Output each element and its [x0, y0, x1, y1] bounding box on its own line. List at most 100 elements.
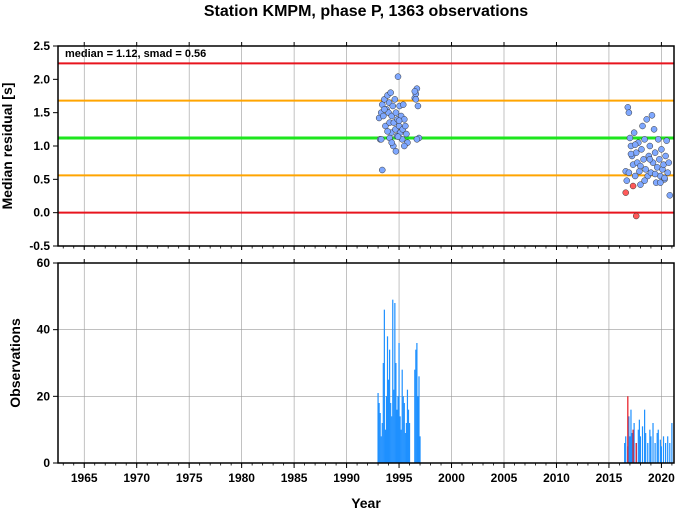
- observation-bar: [405, 423, 408, 463]
- year-tick-label: 1985: [281, 471, 308, 485]
- residual-point: [656, 156, 663, 163]
- residual-point: [379, 166, 386, 174]
- residual-point: [650, 126, 658, 133]
- year-tick-label: 1995: [386, 471, 413, 485]
- residual-point: [658, 146, 665, 153]
- observation-bar: [415, 349, 417, 463]
- observation-bar: [399, 416, 401, 463]
- residual-point: [631, 141, 639, 148]
- residual-point: [661, 174, 668, 182]
- residual-point: [665, 159, 673, 166]
- residual-point: [622, 189, 629, 196]
- residual-point: [655, 136, 662, 143]
- residual-point: [637, 162, 644, 170]
- residual-point: [623, 177, 631, 184]
- observation-bar: [383, 309, 385, 463]
- residual-y-tick-label: 1.5: [33, 106, 50, 120]
- residual-point: [640, 156, 647, 163]
- observation-bar: [647, 443, 649, 463]
- observation-bar: [659, 439, 661, 463]
- residual-point: [387, 89, 394, 96]
- observation-bar: [417, 396, 419, 463]
- observation-bar: [639, 436, 642, 463]
- residual-point: [639, 122, 646, 130]
- observation-bar: [382, 363, 384, 463]
- observation-bar: [391, 416, 393, 463]
- observation-bar: [386, 336, 389, 463]
- residual-point: [394, 133, 402, 140]
- residual-y-ticks: -0.50.00.51.01.52.02.5: [29, 39, 58, 253]
- year-tick-label: 1990: [333, 471, 360, 485]
- observation-bar: [641, 426, 644, 463]
- residual-point: [651, 170, 659, 178]
- residual-point: [630, 129, 638, 136]
- observation-bar: [394, 303, 396, 463]
- residual-point: [663, 137, 670, 144]
- year-tick-label: 2010: [543, 471, 570, 485]
- observation-bar: [631, 433, 633, 463]
- observation-bars: [377, 299, 673, 463]
- residual-point: [377, 136, 385, 143]
- residual-point: [403, 130, 410, 138]
- year-tick-label: 2020: [648, 471, 675, 485]
- residual-point: [641, 177, 648, 184]
- observation-bar: [379, 413, 381, 463]
- residual-point: [401, 142, 408, 150]
- residual-y-axis-label: Median residual [s]: [0, 83, 15, 210]
- observation-bar: [649, 429, 651, 463]
- residual-point: [651, 149, 659, 156]
- year-tick-label: 2000: [438, 471, 465, 485]
- observation-bar: [632, 429, 634, 463]
- observation-bar: [385, 396, 388, 463]
- residual-point: [389, 102, 397, 110]
- residual-y-tick-label: 2.5: [33, 39, 50, 53]
- residual-point: [381, 106, 388, 113]
- residual-point: [626, 134, 634, 142]
- residual-panel-frame: [57, 45, 675, 247]
- observation-bar: [638, 419, 640, 463]
- residual-point: [657, 179, 664, 186]
- residual-point: [625, 169, 633, 176]
- observation-bar: [654, 443, 656, 463]
- year-tick-label: 1980: [228, 471, 255, 485]
- residual-point: [388, 112, 395, 120]
- observations-y-tick-label: 20: [37, 389, 51, 403]
- observation-bar: [389, 349, 391, 463]
- residual-point: [638, 146, 645, 153]
- residual-point: [625, 109, 633, 116]
- observation-bar: [628, 416, 630, 463]
- observation-bar: [404, 433, 406, 463]
- observation-bar: [398, 343, 400, 463]
- observation-bar: [630, 409, 632, 463]
- observation-bar: [377, 393, 379, 463]
- year-tick-label: 1970: [123, 471, 150, 485]
- residual-y-tick-label: 2.0: [33, 72, 50, 86]
- residual-point: [664, 169, 671, 176]
- observation-bar: [407, 409, 410, 463]
- reference-lines: [58, 62, 674, 214]
- observation-bar: [660, 446, 663, 463]
- observation-bar: [637, 429, 639, 463]
- observation-bar: [629, 436, 631, 463]
- observation-bar: [416, 343, 418, 463]
- observations-y-tick-label: 60: [37, 256, 51, 270]
- residual-point: [392, 109, 400, 116]
- observation-bar: [381, 423, 383, 463]
- observation-bar: [669, 443, 671, 463]
- residual-point: [392, 148, 400, 155]
- observation-bar: [380, 436, 382, 463]
- residual-annotation: median = 1.12, smad = 0.56: [65, 48, 206, 60]
- observation-bar: [403, 403, 405, 463]
- observation-bar: [652, 423, 654, 463]
- residual-point: [642, 166, 649, 173]
- residual-point: [380, 112, 387, 120]
- observation-bar: [390, 403, 392, 463]
- residual-point: [646, 156, 654, 163]
- observation-bar: [402, 396, 404, 463]
- observations-y-tick-label: 40: [37, 323, 51, 337]
- residual-point: [666, 192, 674, 199]
- observation-bar: [635, 443, 637, 463]
- observation-bar: [625, 436, 627, 463]
